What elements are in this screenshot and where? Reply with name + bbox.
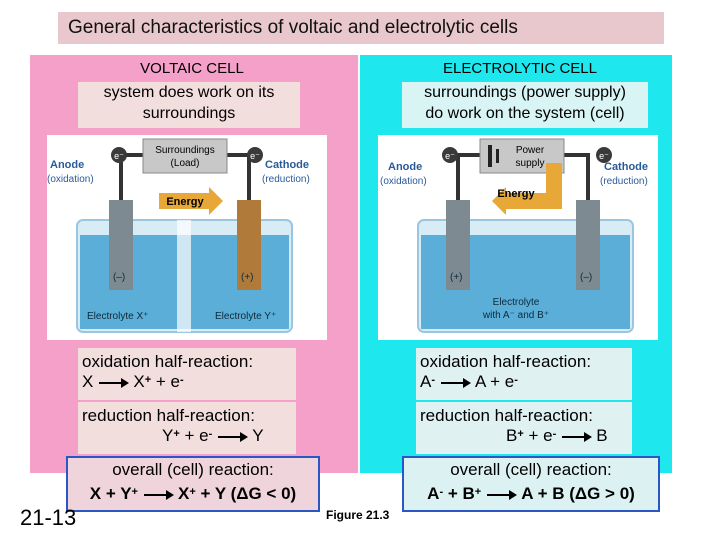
- cathode-sublabel: (reduction): [262, 174, 310, 185]
- red-left-a: B: [506, 426, 518, 445]
- energy-label: Energy: [497, 188, 535, 200]
- sup-plus: +: [144, 374, 152, 386]
- sup-plus: +: [131, 486, 138, 498]
- voltaic-oxidation-label: oxidation half-reaction:: [82, 352, 254, 371]
- overall-left: X + Y: [89, 484, 132, 503]
- voltaic-reduction-equation: Y+ + e-Y: [82, 426, 292, 446]
- ox-left: A: [420, 372, 432, 391]
- reaction-arrow: [487, 489, 518, 500]
- electrolytic-reduction-label: reduction half-reaction:: [420, 406, 593, 425]
- overall-left-b: + B: [443, 484, 475, 503]
- electrolytic-header: ELECTROLYTIC CELL: [443, 60, 597, 77]
- electron-right: e⁻: [599, 151, 609, 161]
- anode-label: Anode: [50, 159, 84, 171]
- ox-left: X: [82, 372, 94, 391]
- electrolyte-left-label: Electrolyte X⁺: [87, 311, 148, 322]
- minus-label: (–): [580, 272, 592, 283]
- sup-plus: +: [474, 486, 482, 498]
- sup-minus: -: [514, 374, 518, 386]
- sup-plus: +: [189, 486, 196, 498]
- power-label-1: Power: [516, 145, 545, 156]
- overall-left-a: A: [427, 484, 440, 503]
- electrolytic-description: surroundings (power supply) do work on t…: [402, 82, 648, 128]
- electrolytic-oxidation-equation: A-A + e-: [420, 372, 628, 392]
- plus-label: (+): [450, 272, 463, 283]
- electron-left: e⁻: [445, 151, 455, 161]
- electrolytic-cell-figure: Power supply Energy e⁻ e⁻ Anode (oxidati…: [378, 135, 658, 340]
- anode-label: Anode: [388, 161, 422, 173]
- electrolytic-overall-label: overall (cell) reaction:: [450, 460, 612, 479]
- voltaic-description-line1: system does work on its: [103, 84, 275, 101]
- voltaic-header: VOLTAIC CELL: [140, 60, 244, 77]
- slide-title: General characteristics of voltaic and e…: [58, 12, 664, 44]
- voltaic-reduction-label: reduction half-reaction:: [82, 406, 255, 425]
- sup-minus: -: [552, 428, 557, 440]
- electrolytic-oxidation: oxidation half-reaction: A-A + e-: [416, 348, 632, 400]
- overall-right-b: + Y (ΔG < 0): [200, 484, 297, 503]
- electrolytic-oxidation-label: oxidation half-reaction:: [420, 352, 592, 371]
- electrolytic-reduction-equation: B+ + e-B: [420, 426, 628, 446]
- electrolyte-label-1: Electrolyte: [493, 297, 540, 308]
- anode-sublabel: (oxidation): [47, 174, 94, 185]
- electrolytic-description-line1: surroundings (power supply): [424, 84, 626, 101]
- electron-left: e⁻: [114, 151, 124, 161]
- red-left-b: + e: [528, 426, 553, 445]
- power-label-2: supply: [516, 158, 545, 169]
- figure-caption: Figure 21.3: [326, 508, 390, 522]
- electrolytic-reduction: reduction half-reaction: B+ + e-B: [416, 402, 632, 454]
- load-label-1: Surroundings: [155, 145, 214, 156]
- voltaic-description-line2: surroundings: [142, 105, 236, 122]
- electron-right: e⁻: [250, 151, 260, 161]
- plus-label: (+): [241, 272, 254, 283]
- ox-right-b: + e: [155, 372, 180, 391]
- ox-right-a: X: [133, 372, 145, 391]
- electrolyte-label-2: with A⁻ and B⁺: [482, 310, 549, 321]
- cathode-label: Cathode: [265, 159, 309, 171]
- reaction-arrow: [99, 377, 130, 388]
- reaction-arrow: [218, 431, 249, 442]
- sup-minus: -: [439, 486, 444, 498]
- voltaic-reduction: reduction half-reaction: Y+ + e-Y: [78, 402, 296, 454]
- sup-plus: +: [173, 428, 180, 440]
- overall-right: A + B (ΔG > 0): [521, 484, 635, 503]
- electrolyte-right-label: Electrolyte Y⁺: [215, 311, 276, 322]
- sup-plus: +: [517, 428, 524, 440]
- voltaic-overall-equation: X + Y+X+ + Y (ΔG < 0): [68, 482, 318, 506]
- ox-right: A + e: [475, 372, 515, 391]
- slide-number: 21-13: [20, 505, 77, 530]
- voltaic-overall: overall (cell) reaction: X + Y+X+ + Y (Δ…: [66, 456, 320, 512]
- voltaic-cell-figure: Surroundings (Load) Energy e⁻ e⁻ Anode (…: [47, 135, 327, 340]
- energy-label: Energy: [166, 196, 204, 208]
- sup-minus: -: [208, 428, 213, 440]
- voltaic-description: system does work on its surroundings: [78, 82, 300, 128]
- load-label-2: (Load): [171, 158, 200, 169]
- sup-minus: -: [179, 374, 184, 386]
- cathode-label: Cathode: [604, 161, 648, 173]
- anode-sublabel: (oxidation): [380, 176, 427, 187]
- reaction-arrow: [562, 431, 593, 442]
- cathode-sublabel: (reduction): [600, 176, 648, 187]
- red-right: Y: [252, 426, 264, 445]
- red-left-a: Y: [162, 426, 174, 445]
- red-left-b: + e: [184, 426, 209, 445]
- sup-minus: -: [431, 374, 436, 386]
- red-right: B: [596, 426, 608, 445]
- voltaic-overall-label: overall (cell) reaction:: [112, 460, 274, 479]
- reaction-arrow: [143, 489, 174, 500]
- minus-label: (–): [113, 272, 125, 283]
- electrolytic-description-line2: do work on the system (cell): [425, 105, 625, 122]
- overall-right-a: X: [177, 484, 190, 503]
- electrolytic-overall: overall (cell) reaction: A- + B+ A + B (Δ…: [402, 456, 660, 512]
- reaction-arrow: [441, 377, 472, 388]
- electrolytic-overall-equation: A- + B+ A + B (ΔG > 0): [404, 482, 658, 506]
